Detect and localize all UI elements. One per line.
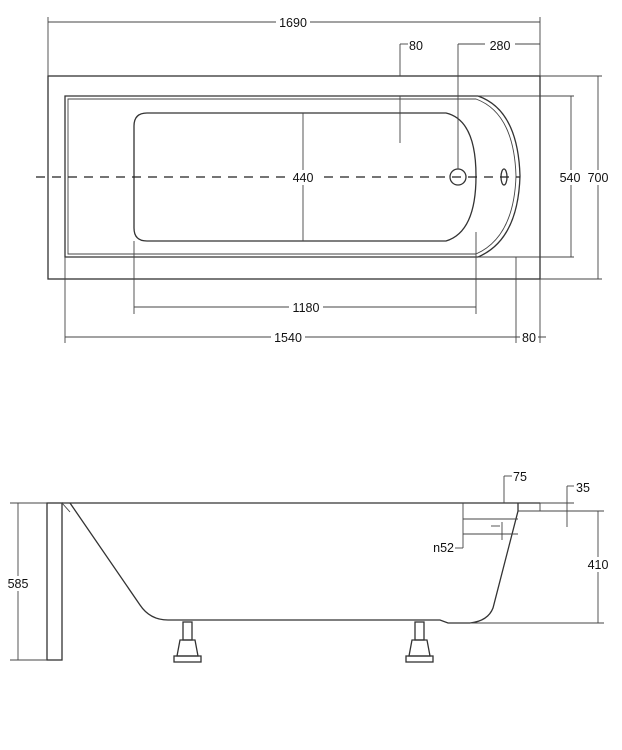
dim-label-1540: 1540 [274, 331, 302, 345]
dimension-440: 440 [289, 113, 317, 241]
foot-right [405, 621, 434, 663]
dim-label-440: 440 [293, 171, 314, 185]
basin-outline [64, 95, 521, 258]
foot-left [173, 621, 202, 663]
dimension-75: 75 [503, 470, 527, 503]
dimension-rim-end: 80 [516, 279, 546, 345]
basin-inner-edge [67, 98, 517, 255]
dimension-35: 35 [540, 481, 590, 527]
dimension-1540: 1540 [64, 257, 517, 345]
dim-label-rim-end: 80 [522, 331, 536, 345]
dimension-410: 410 [470, 510, 613, 624]
dim-label-35: 35 [576, 481, 590, 495]
dimension-1180: 1180 [133, 232, 477, 315]
outer-rim-outline [47, 75, 541, 280]
top-view: 1690 80 280 440 540 [36, 14, 613, 345]
dimension-280: 280 [457, 38, 540, 169]
dim-label-585: 585 [8, 577, 29, 591]
dimension-overflow: n52 [433, 503, 464, 555]
side-view: 75 35 n52 585 [4, 470, 613, 663]
dim-label-1690: 1690 [279, 16, 307, 30]
basin-bottom-outline [133, 112, 477, 242]
dimension-drain-offset: 80 [399, 39, 423, 143]
dim-label-overflow: n52 [433, 541, 454, 555]
dim-label-1180: 1180 [293, 301, 320, 315]
dim-label-540: 540 [560, 171, 581, 185]
dim-label-drain-offset: 80 [409, 39, 423, 53]
dim-label-280: 280 [490, 39, 511, 53]
dimension-1690: 1690 [47, 14, 541, 76]
dim-label-75: 75 [513, 470, 527, 484]
dim-label-410: 410 [588, 558, 609, 572]
dimension-700: 700 [540, 75, 613, 280]
dimension-585: 585 [4, 502, 47, 661]
tub-body-outline [69, 502, 519, 624]
dim-label-700: 700 [588, 171, 609, 185]
end-panel [46, 502, 63, 661]
dimension-540: 540 [478, 95, 585, 258]
